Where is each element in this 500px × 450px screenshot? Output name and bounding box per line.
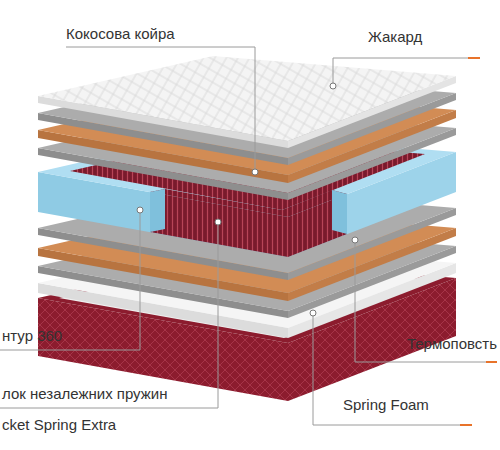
jacquard-layer <box>38 56 456 148</box>
leader-dots-part <box>252 169 258 175</box>
leader-dots-part <box>137 207 143 213</box>
part-label: Термоповсть <box>407 335 497 353</box>
spring-block-part <box>150 192 288 257</box>
jacquard-layer-part <box>38 56 456 141</box>
leader-lines <box>0 47 497 425</box>
leader-accents-part <box>468 57 480 59</box>
leader-lines-part <box>333 58 478 86</box>
part-label: Кокосова койра <box>66 25 175 43</box>
part-label: лок незалежних пружин <box>2 385 167 403</box>
leader-lines-part <box>0 222 218 408</box>
leader-accents <box>460 58 497 425</box>
leader-accents-part <box>486 361 497 363</box>
leader-accents-part <box>460 424 472 426</box>
part-label: Жакард <box>368 28 422 46</box>
part-label: Spring Foam <box>343 396 429 414</box>
leader-lines-part <box>355 240 497 362</box>
spring-block-part <box>150 189 165 232</box>
leader-lines-part <box>0 210 140 350</box>
part-label: нтур 360 <box>2 327 62 345</box>
leader-lines-part <box>66 47 255 172</box>
leader-dots-part <box>310 310 316 316</box>
part-label: cket Spring Extra <box>2 416 116 434</box>
spring-block-part <box>332 190 347 234</box>
leader-lines-part <box>313 313 470 425</box>
leader-dots-part <box>352 237 358 243</box>
leader-dots <box>137 83 358 316</box>
leader-dots-part <box>215 219 221 225</box>
leader-dots-part <box>330 83 336 89</box>
